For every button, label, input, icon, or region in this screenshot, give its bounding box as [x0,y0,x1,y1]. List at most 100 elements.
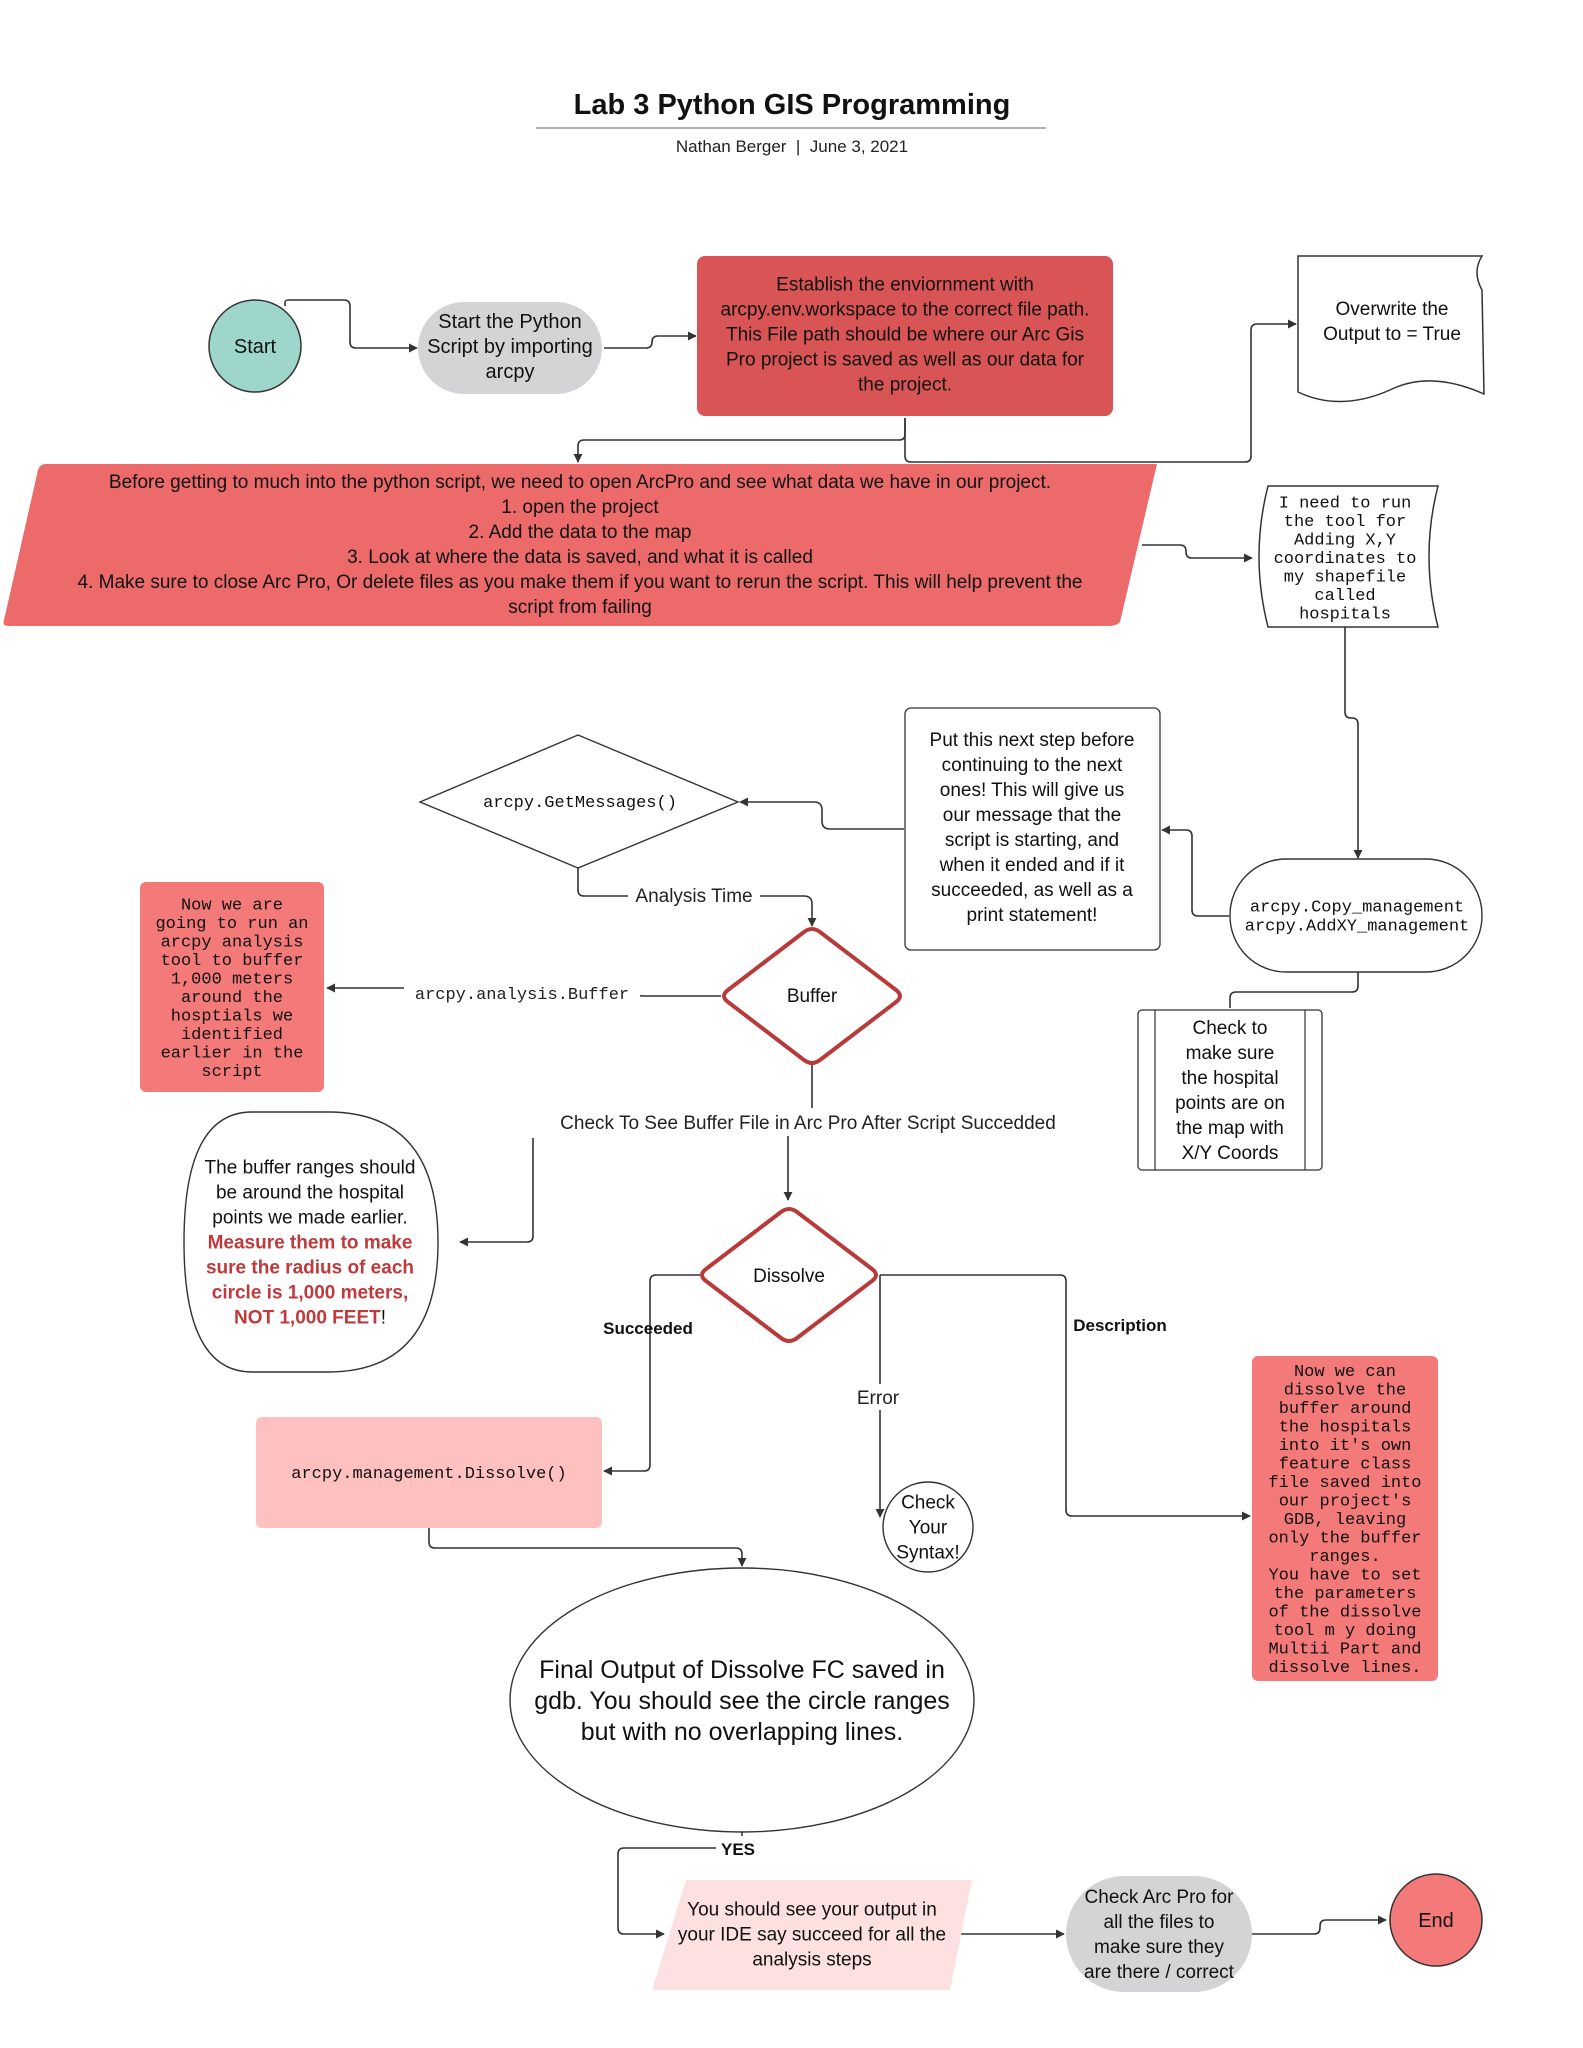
text-line: make sure they [1094,1937,1224,1958]
text-line: points are on [1175,1093,1285,1114]
text-line: continuing to the next [942,755,1123,776]
text-line: around the [181,989,283,1008]
text-line: points we made earlier. [212,1208,407,1229]
edge-script-to-env [604,331,697,349]
edge-needtool-to-copy [1344,627,1363,859]
edge-start-to-script [284,299,418,353]
text-line: dissolve the [1284,1381,1406,1400]
text-line: only the buffer [1268,1529,1421,1548]
edge-call-to-final [428,1528,747,1567]
text-line: Put this next step before [930,730,1135,751]
edge-label-buffer-call: arcpy.analysis.Buffer [415,986,629,1005]
node-buffer-label: Buffer [787,986,838,1007]
text-line: gdb. You should see the circle ranges [534,1687,950,1715]
edges [284,299,1387,1939]
emphasis-line: sure the radius of each [206,1258,414,1279]
edge-final-to-seeoutput [617,1832,743,1939]
edge-dissolve-to-note [880,1274,1251,1521]
emphasis-line: NOT 1,000 FEET [234,1308,381,1329]
text-line: X/Y Coords [1182,1143,1279,1164]
text-line: our message that the [943,805,1122,826]
node-dissolve: Dissolve [700,1207,878,1343]
text-line: arcpy.AddXY_management [1245,917,1469,936]
node-before-getting: Before getting to much into the python s… [3,464,1157,626]
emphasis-line: circle is 1,000 meters, [212,1283,408,1304]
text-line: Your [909,1518,948,1539]
node-end: End [1389,1873,1483,1967]
text-line: be around the hospital [216,1183,404,1204]
text-line: but with no overlapping lines. [581,1718,903,1746]
text-line: arcpy.Copy_management [1250,898,1464,917]
text-line: Check Arc Pro for [1085,1887,1235,1908]
edge-dissolve-to-call [603,1274,700,1476]
text-line: succeeded, as well as a [931,880,1133,901]
text-line: are there / correct [1084,1962,1235,1983]
text-line: our project's [1279,1492,1412,1511]
text-line: hospitals [1299,605,1391,624]
node-final-output: Final Output of Dissolve FC saved in gdb.… [509,1567,975,1833]
edge-checkbuffer-to-ranges [459,1138,534,1247]
text-line: 1,000 meters [171,971,293,990]
text-line: script [201,1063,262,1082]
text-line: Before getting to much into the python s… [109,472,1051,493]
text-line: dissolve lines. [1268,1659,1421,1678]
text-line: GDB, leaving [1284,1511,1406,1530]
text-line: into it's own [1279,1437,1412,1456]
trailing-mark: ! [381,1308,386,1329]
node-dissolve-label: Dissolve [753,1266,825,1287]
text-line: The buffer ranges should [205,1158,416,1179]
text-line: tool to buffer [161,952,304,971]
text-line: the map with [1176,1118,1284,1139]
text-line: Syntax! [896,1543,959,1564]
node-buffer-ranges-text: The buffer ranges should be around the ho… [205,1158,416,1329]
text-line: 4. Make sure to close Arc Pro, Or delete… [78,572,1083,593]
text-line: Overwrite the [1336,299,1449,320]
text-line: of the dissolve [1268,1603,1421,1622]
node-get-messages-label: arcpy.GetMessages() [483,794,677,813]
text-line: You have to set [1268,1566,1421,1585]
text-line: Final Output of Dissolve FC saved in [539,1656,945,1684]
node-get-messages: arcpy.GetMessages() [418,734,740,869]
edge-label-check-buffer: Check To See Buffer File in Arc Pro Afte… [560,1113,1056,1134]
edge-label-analysis-time: Analysis Time [635,886,752,907]
text-line: 1. open the project [501,497,659,518]
edge-label-succeeded: Succeeded [603,1319,693,1338]
text-line: when it ended and if it [939,855,1126,876]
node-buffer: Buffer [722,927,902,1065]
text-line: Script by importing [427,336,593,358]
text-line: buffer around [1279,1400,1412,1419]
text-line: hosptials we [171,1008,293,1027]
text-line: Pro project is saved as well as our data… [726,350,1085,371]
text-line: Check [901,1493,955,1514]
edge-env-to-overwrite [904,319,1297,463]
text-line: script is starting, and [945,830,1119,851]
text-line: arcpy.env.workspace to the correct file … [721,300,1090,321]
text-line: Now we are [181,897,283,916]
text-line: Establish the enviornment with [776,275,1034,296]
text-line: all the files to [1104,1912,1215,1933]
node-dissolve-call: arcpy.management.Dissolve() [256,1417,602,1528]
edge-buffer-to-dissolve [788,1063,813,1200]
edge-before-to-needtool [1142,544,1253,563]
text-line: earlier in the [161,1045,304,1064]
text-line: make sure [1186,1043,1275,1064]
text-line: the project. [858,375,952,396]
text-line: your IDE say succeed for all the [678,1925,946,1946]
text-line: This File path should be where our Arc G… [726,325,1084,346]
node-establish-env-text: Establish the enviornment with arcpy.env.… [721,275,1090,396]
text-line: analysis steps [752,1950,871,1971]
text-line: coordinates to [1274,550,1417,569]
edge-labels: Analysis Time arcpy.analysis.Buffer Chec… [404,882,1167,1860]
